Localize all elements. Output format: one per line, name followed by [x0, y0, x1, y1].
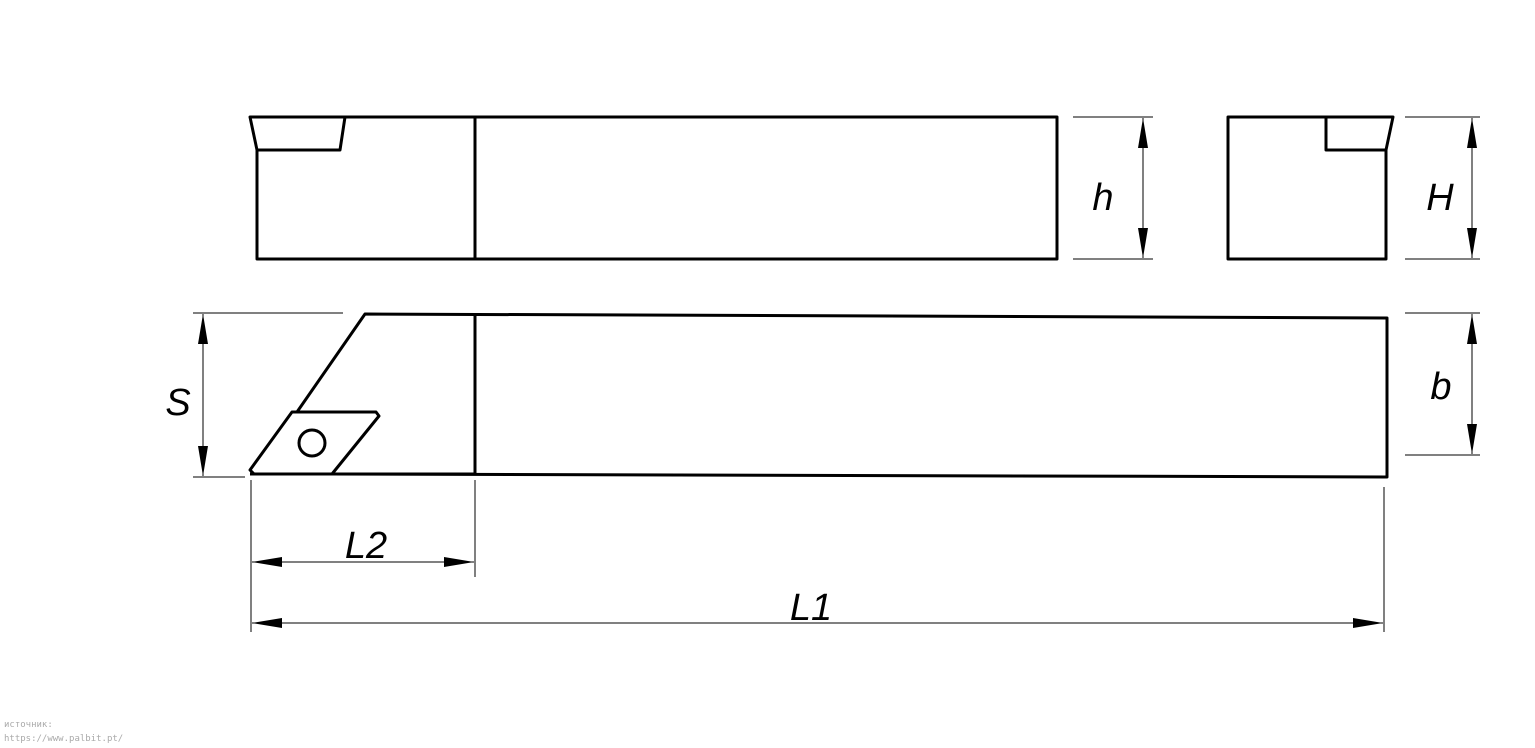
- source-url: https://www.palbit.pt/: [4, 734, 124, 744]
- dimension-L2: L2: [250, 480, 476, 632]
- insert-hole: [297, 428, 327, 458]
- label-L2: L2: [345, 525, 387, 567]
- dimension-L1: L1: [252, 487, 1385, 632]
- end-view: [1226, 115, 1395, 261]
- dimension-H: H: [1405, 116, 1480, 260]
- insert: [248, 410, 381, 476]
- label-H: H: [1426, 177, 1454, 219]
- plan-view: [248, 312, 1389, 479]
- label-L1: L1: [790, 587, 832, 629]
- dimension-h: h: [1073, 116, 1153, 260]
- top-view: [248, 115, 1059, 261]
- label-S: S: [165, 382, 190, 424]
- source-caption: источник:: [4, 720, 53, 730]
- label-b: b: [1430, 366, 1451, 408]
- label-h: h: [1092, 177, 1113, 219]
- dimension-S: S: [165, 312, 343, 478]
- dimension-b: b: [1405, 312, 1480, 456]
